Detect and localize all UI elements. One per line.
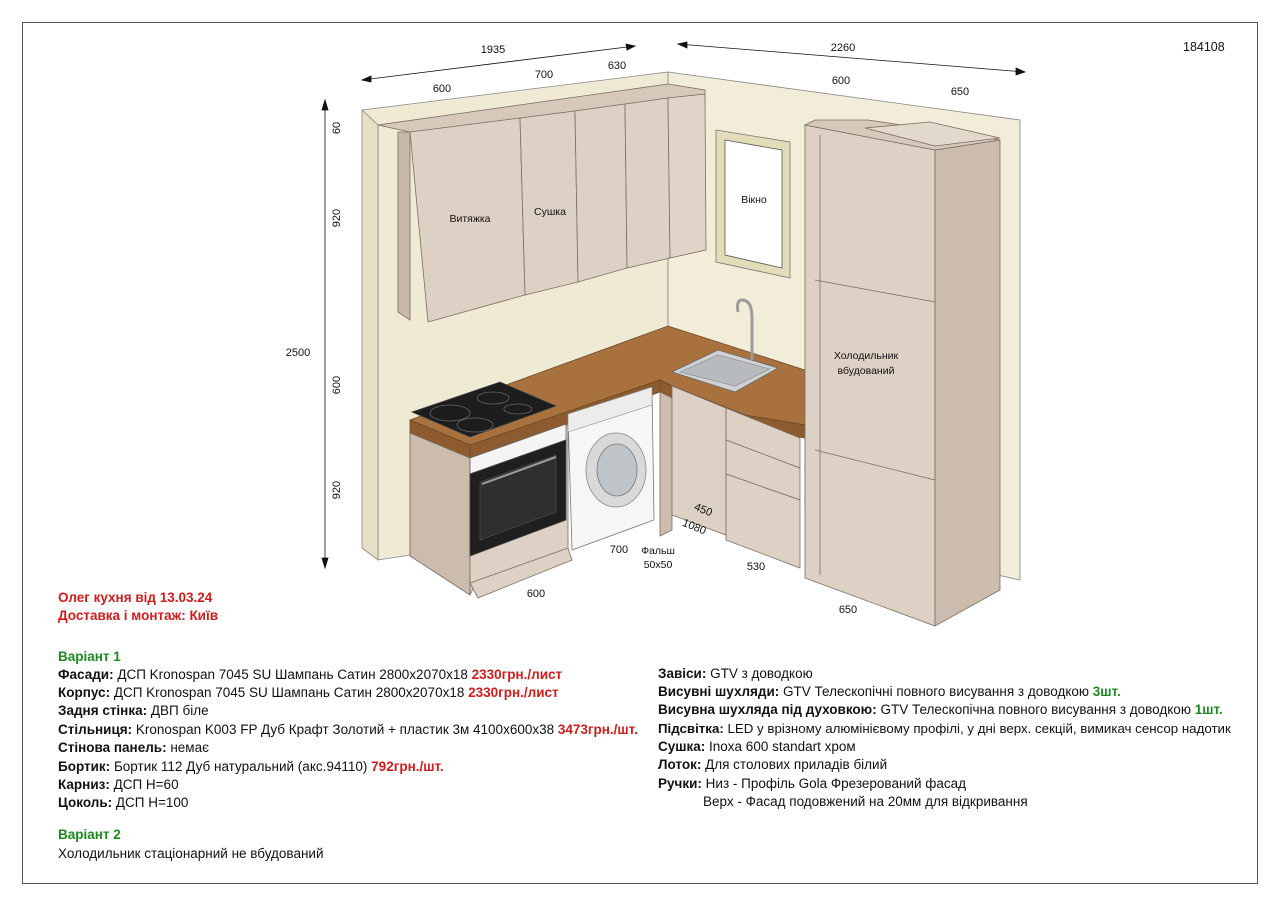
hardware-qty: 1шт. — [1194, 702, 1223, 717]
spec-label: Фасади: — [58, 667, 114, 682]
variant1-title: Варіант 1 — [58, 649, 121, 664]
spec-label: Задня стінка: — [58, 703, 148, 718]
dim-top-right: 2260 — [831, 42, 855, 54]
dim-top-left: 1935 — [481, 44, 505, 56]
hardware-value: Inoxa 600 standart хром — [705, 739, 856, 754]
hardware-label: Висувні шухляди: — [658, 684, 780, 699]
page-frame — [22, 22, 1258, 884]
label-dryer: Сушка — [534, 206, 566, 218]
spec-price: 2330грн./лист — [471, 667, 563, 682]
spec-label: Стільниця: — [58, 722, 133, 737]
hardware-qty: 3шт. — [1092, 684, 1121, 699]
hardware-row: Лоток: Для столових приладів білий — [658, 756, 887, 774]
label-hood: Витяжка — [449, 213, 490, 225]
dim-upper-630: 630 — [608, 60, 626, 72]
spec-price: 3473грн./шт. — [557, 722, 638, 737]
spec-label: Карниз: — [58, 777, 110, 792]
dim-v-920-bottom: 920 — [331, 481, 343, 499]
handles-upper: Верх - Фасад подовжений на 20мм для відк… — [703, 794, 1028, 809]
spec-price: 792грн./шт. — [371, 759, 444, 774]
dim-v-920-top: 920 — [331, 209, 343, 227]
hardware-value: GTV Телескопічна повного висування з дов… — [876, 702, 1195, 717]
left-wall-side — [361, 109, 379, 561]
spec-row: Фасади: ДСП Kronospan 7045 SU Шампань Са… — [58, 666, 562, 684]
hardware-row: Сушка: Inoxa 600 standart хром — [658, 738, 856, 756]
spec-label: Цоколь: — [58, 795, 113, 810]
order-number: 184108 — [1183, 40, 1225, 54]
spec-value: Kronospan K003 FP Дуб Крафт Золотий + пл… — [132, 722, 558, 737]
hardware-value: Для столових приладів білий — [701, 757, 888, 772]
sink — [670, 298, 780, 393]
spec-label: Стінова панель: — [58, 740, 167, 755]
spec-label: Бортик: — [58, 759, 111, 774]
dim-bottom-530: 530 — [747, 561, 765, 573]
spec-value: ДСП Kronospan 7045 SU Шампань Сатин 2800… — [113, 667, 472, 682]
variant2-title: Варіант 2 — [58, 827, 121, 842]
hardware-row: Висувна шухляда під духовкою: GTV Телеск… — [658, 701, 1223, 719]
spec-row: Задня стінка: ДВП біле — [58, 702, 209, 720]
upper-cabinets — [377, 83, 707, 323]
spec-value: ДВП біле — [147, 703, 209, 718]
dim-bottom-650: 650 — [839, 604, 857, 616]
hardware-row: Ручки: Низ - Профіль Gola Фрезерований ф… — [658, 775, 966, 793]
hardware-row: Висувні шухляди: GTV Телескопічні повног… — [658, 683, 1121, 701]
hardware-label: Завіси: — [658, 666, 707, 681]
dim-height-total: 2500 — [286, 347, 310, 359]
lower-cabinets-right — [659, 385, 801, 569]
label-fridge-2: вбудований — [838, 365, 895, 377]
spec-row: Корпус: ДСП Kronospan 7045 SU Шампань Са… — [58, 684, 559, 702]
oven — [469, 423, 567, 557]
delivery-title: Доставка і монтаж: Київ — [58, 608, 219, 623]
washing-machine — [567, 386, 655, 551]
spec-value: ДСП Н=100 — [112, 795, 189, 810]
client-title: Олег кухня від 13.03.24 — [58, 590, 213, 605]
spec-value: Бортик 112 Дуб натуральний (акс.94110) — [110, 759, 372, 774]
hardware-label: Сушка: — [658, 739, 706, 754]
dim-right-600: 600 — [832, 75, 850, 87]
dim-v-60: 60 — [331, 122, 343, 134]
spec-price: 2330грн./лист — [468, 685, 559, 700]
hardware-label: Ручки: — [658, 776, 702, 791]
spec-value: ДСП Kronospan 7045 SU Шампань Сатин 2800… — [110, 685, 469, 700]
spec-row: Цоколь: ДСП Н=100 — [58, 794, 188, 812]
hardware-value: GTV Телескопічні повного висування з дов… — [779, 684, 1093, 699]
variant2-text: Холодильник стаціонарний не вбудований — [58, 846, 324, 861]
dim-v-600: 600 — [331, 376, 343, 394]
hardware-label: Висувна шухляда під духовкою: — [658, 702, 877, 717]
dim-right-650: 650 — [951, 86, 969, 98]
dim-bottom-600: 600 — [527, 588, 545, 600]
spec-label: Корпус: — [58, 685, 111, 700]
hardware-value: Низ - Профіль Gola Фрезерований фасад — [701, 776, 966, 791]
label-filler-2: 50x50 — [644, 559, 673, 571]
spec-row: Бортик: Бортик 112 Дуб натуральний (акс.… — [58, 758, 444, 776]
window — [715, 129, 791, 279]
hardware-value: LED у врізному алюмінієвому профілі, у д… — [723, 721, 1231, 736]
dim-upper-600: 600 — [433, 83, 451, 95]
label-fridge-1: Холодильник — [834, 350, 899, 362]
label-filler-1: Фальш — [641, 545, 675, 557]
dim-upper-700: 700 — [535, 69, 553, 81]
hardware-row: Завіси: GTV з доводкою — [658, 665, 813, 683]
hardware-row: Підсвітка: LED у врізному алюмінієвому п… — [658, 720, 1231, 738]
cooktop — [410, 381, 558, 438]
hardware-label: Лоток: — [658, 757, 702, 772]
label-window: Вікно — [741, 194, 767, 206]
dim-bottom-700: 700 — [610, 544, 628, 556]
spec-value: ДСП Н=60 — [109, 777, 179, 792]
top-dimension-lines — [321, 41, 1027, 570]
hardware-value: GTV з доводкою — [706, 666, 813, 681]
hardware-label: Підсвітка: — [658, 721, 724, 736]
fridge-column — [803, 119, 1001, 627]
spec-value: немає — [166, 740, 209, 755]
spec-row: Стінова панель: немає — [58, 739, 209, 757]
spec-row: Карниз: ДСП Н=60 — [58, 776, 179, 794]
spec-row: Стільниця: Kronospan K003 FP Дуб Крафт З… — [58, 721, 638, 739]
